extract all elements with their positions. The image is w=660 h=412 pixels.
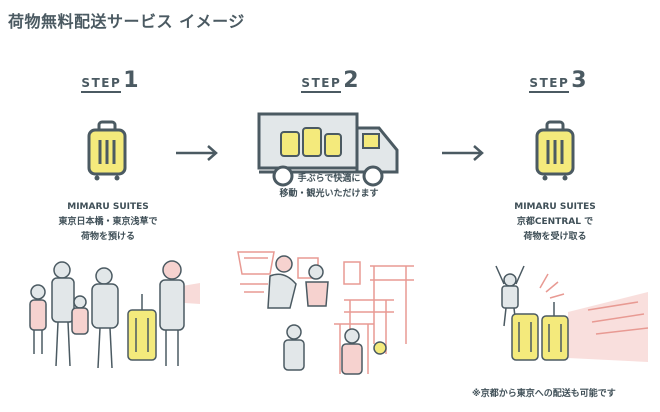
- step-2-line-1: 手ぶらで快適に: [297, 174, 361, 184]
- suitcase-icon: [535, 120, 575, 181]
- footnote: ※京都から東京への配送も可能です: [472, 389, 616, 399]
- step-3-line-3: 荷物を受け取る: [523, 232, 587, 242]
- page-title: 荷物無料配送サービス イメージ: [8, 12, 245, 31]
- arrow-right-icon: [442, 145, 484, 161]
- step-2-word: STEP: [301, 76, 342, 93]
- step-1-heading: STEP1: [70, 68, 150, 93]
- suitcase-icon: [87, 120, 127, 181]
- arrival-illustration: [495, 265, 648, 362]
- step-2-number: 2: [343, 68, 359, 93]
- step-1-caption: MIMARU SUITES 東京日本橋・東京浅草で 荷物を預ける: [23, 200, 193, 245]
- step-1-number: 1: [123, 68, 139, 93]
- step-3-word: STEP: [529, 76, 570, 93]
- step-2-heading: STEP2: [290, 68, 370, 93]
- step-3-line-1: MIMARU SUITES: [514, 202, 596, 212]
- travelers-checkin-illustration: [29, 260, 200, 369]
- step-1-line-2: 東京日本橋・東京浅草で: [58, 217, 158, 227]
- sightseeing-illustration: [237, 251, 414, 375]
- step-2-caption: 手ぶらで快適に 移動・観光いただけます: [244, 172, 414, 202]
- step-3-heading: STEP3: [518, 68, 598, 93]
- step-1-line-1: MIMARU SUITES: [67, 202, 149, 212]
- truck-icon: [257, 112, 399, 187]
- step-3-number: 3: [571, 68, 587, 93]
- step-1-word: STEP: [81, 76, 122, 93]
- step-3-caption: MIMARU SUITES 京都CENTRAL で 荷物を受け取る: [470, 200, 640, 245]
- step-3-line-2: 京都CENTRAL で: [516, 217, 594, 227]
- step-2-line-2: 移動・観光いただけます: [279, 189, 379, 199]
- step-1-line-3: 荷物を預ける: [80, 232, 135, 242]
- arrow-right-icon: [176, 145, 218, 161]
